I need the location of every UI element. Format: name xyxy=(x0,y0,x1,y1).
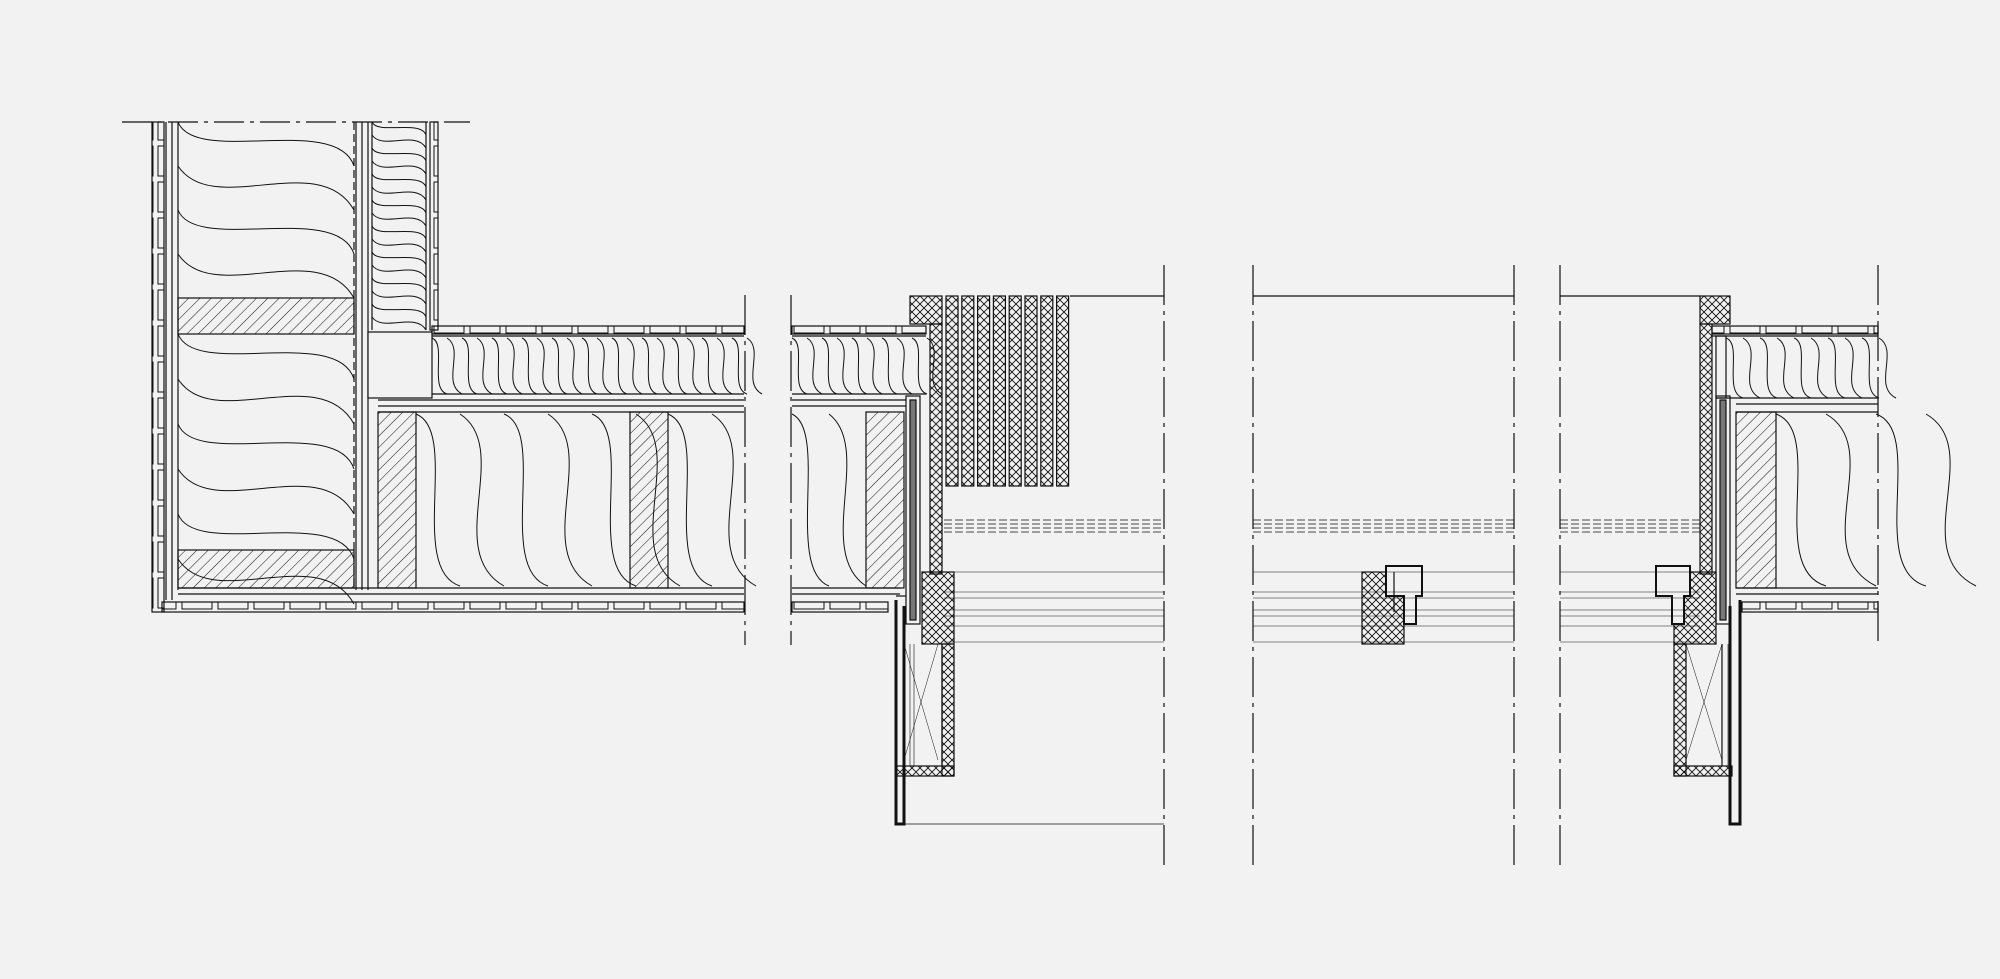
ceiling-cladding-strip-right xyxy=(791,601,889,613)
sliding-panel-detail xyxy=(1252,265,1515,865)
right-head-block xyxy=(1699,295,1731,325)
louvre-blades xyxy=(945,295,1070,487)
right-cavity-insulation xyxy=(1775,413,1977,587)
right-window-wall-detail xyxy=(1559,265,1977,865)
insulation-curve xyxy=(667,413,757,587)
vertical-siding-strip xyxy=(151,121,165,613)
right-joist xyxy=(1735,411,1777,589)
lower-timber-plate xyxy=(177,549,355,589)
frame-stile-core xyxy=(909,399,917,621)
insulation-curve xyxy=(1725,337,1897,399)
insulation-curve xyxy=(371,121,427,331)
horizontal-floor-section xyxy=(161,295,943,645)
insulation-curve xyxy=(1775,413,1977,587)
right-top-finish xyxy=(1711,325,1879,335)
louvre-blade xyxy=(945,295,959,487)
right-jamb-strip xyxy=(1699,323,1713,575)
right-frame-stile-core xyxy=(1719,399,1727,621)
floor-cavity-insulation xyxy=(415,413,867,587)
louvre-blade xyxy=(1008,295,1022,487)
louvre-blade xyxy=(976,295,991,487)
louvre-blade xyxy=(992,295,1007,487)
glass-diagonal-2 xyxy=(903,643,939,761)
right-panel-rails xyxy=(1560,519,1700,643)
insulation-curve xyxy=(177,333,355,605)
floor-joist-3 xyxy=(865,411,905,589)
insulation-curve xyxy=(177,121,355,299)
junction-block xyxy=(367,331,433,399)
louvre-blade xyxy=(961,295,975,487)
interior-finish-strip xyxy=(429,121,439,331)
floor-top-insulation xyxy=(431,337,943,395)
right-frame-stile xyxy=(1715,395,1731,625)
floor-joist-1 xyxy=(377,411,417,589)
right-sill-jamb xyxy=(1673,643,1687,777)
frame-stile xyxy=(905,395,921,625)
ceiling-cladding-strip xyxy=(161,601,745,613)
top-finish-strip-right xyxy=(791,325,927,335)
insulation-curve xyxy=(791,337,943,395)
right-ceiling-strip xyxy=(1741,601,1879,613)
right-sill-bottom xyxy=(1673,765,1733,777)
right-glass-diagonal-2 xyxy=(1685,643,1723,761)
insulation-curve xyxy=(415,413,681,587)
louvre-blade xyxy=(1040,295,1054,487)
service-void-insulation xyxy=(371,121,427,331)
right-sash-profile xyxy=(1655,565,1691,625)
frame-jamb-strip xyxy=(929,323,943,575)
sill-block xyxy=(921,571,955,645)
wall-insulation-batt xyxy=(177,121,355,605)
top-finish-strip-left xyxy=(431,325,745,335)
window-frame-detail xyxy=(894,265,1165,865)
left-vertical-wall-section xyxy=(122,121,470,613)
sill-jamb xyxy=(941,643,955,777)
louvre-blade xyxy=(1024,295,1038,487)
upper-timber-plate xyxy=(177,297,355,335)
middle-panel-rails xyxy=(1253,519,1514,643)
insulation-curve xyxy=(791,413,867,587)
window-rails xyxy=(944,519,1164,643)
middle-sash-profile xyxy=(1385,565,1423,625)
floor-joist-2 xyxy=(629,411,669,589)
right-outer-flashing xyxy=(1728,600,1742,826)
louvre-blade xyxy=(1055,295,1070,487)
insulation-curve xyxy=(431,337,763,395)
head-block xyxy=(909,295,943,325)
right-roof-insulation xyxy=(1725,337,1897,399)
